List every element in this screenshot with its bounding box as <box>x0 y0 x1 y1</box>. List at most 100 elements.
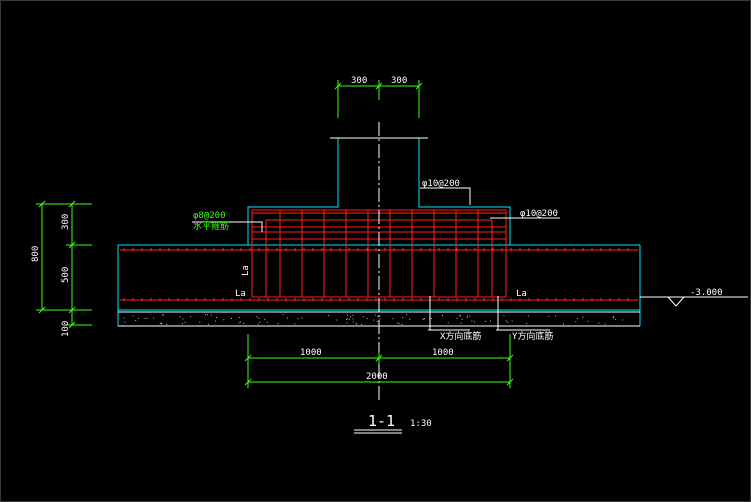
hatch-dot <box>577 318 579 320</box>
hatch-dot <box>223 319 225 321</box>
blinding-hatch <box>123 314 623 325</box>
section-title: 1-1 <box>368 412 395 430</box>
hatch-dot <box>266 321 268 323</box>
hatch-dot <box>401 323 403 325</box>
hatch-dot <box>179 316 181 318</box>
hatch-dot <box>548 315 550 317</box>
note-y-bottom-bar: Y方向底筋 <box>512 330 553 342</box>
hatch-dot <box>555 315 557 317</box>
hatch-dot <box>132 315 134 317</box>
dim-height-mid: 500 <box>61 267 71 283</box>
hatch-dot <box>511 320 513 322</box>
hatch-dot <box>190 316 192 318</box>
hatch-dot <box>612 317 614 319</box>
hatch-dot <box>473 321 475 323</box>
hatch-dot <box>123 317 125 319</box>
hatch-dot <box>456 317 458 319</box>
hatch-dot <box>124 321 126 323</box>
hatch-dot <box>469 315 471 317</box>
hatch-dot <box>199 321 201 323</box>
hatch-dot <box>442 314 443 316</box>
hatch-dot <box>204 314 206 315</box>
section-scale: 1:30 <box>410 419 432 429</box>
note-stirrup-right: φ10@200 <box>520 209 558 219</box>
hatch-dot <box>460 315 461 317</box>
hatch-dot <box>259 321 261 323</box>
hatch-dot <box>526 323 528 325</box>
hatch-dot <box>409 318 411 320</box>
hatch-dot <box>431 318 433 319</box>
hatch-dot <box>231 317 232 319</box>
hatch-dot <box>346 322 348 324</box>
hatch-dot <box>352 314 354 316</box>
hatch-dot <box>297 318 299 320</box>
hatch-dot <box>575 321 577 323</box>
hatch-dot <box>355 322 357 324</box>
hatch-dot <box>257 323 259 325</box>
hatch-dot <box>282 314 284 316</box>
hatch-dot <box>379 318 381 320</box>
hatch-dot <box>138 317 140 319</box>
hatch-dot <box>466 316 468 318</box>
hatch-dot <box>423 318 425 320</box>
hatch-dot <box>160 322 162 324</box>
dim-width-left: 1000 <box>300 348 322 358</box>
hatch-dot <box>214 320 216 322</box>
hatch-dot <box>604 323 606 325</box>
hatch-dot <box>424 318 426 320</box>
hatch-dot <box>362 316 364 318</box>
hatch-dot <box>505 320 507 322</box>
hatch-dot <box>352 321 354 323</box>
hatch-dot <box>422 318 424 320</box>
dim-height-total: 800 <box>31 246 41 262</box>
hatch-dot <box>459 314 461 316</box>
hatch-dot <box>460 322 462 324</box>
hatch-dot <box>294 323 296 325</box>
rebar-ticks <box>123 248 629 301</box>
hatch-dot <box>328 315 330 317</box>
hatch-dot <box>615 319 617 321</box>
hatch-dot <box>621 319 623 321</box>
hatch-dot <box>587 320 589 322</box>
note-anchor-left: La <box>235 289 246 299</box>
hatch-dot <box>264 318 266 320</box>
dim-column-left: 300 <box>351 76 367 86</box>
hatch-dot <box>598 322 600 324</box>
hatch-dot <box>258 317 260 319</box>
level-mark: -3.000 <box>690 288 723 298</box>
hatch-dot <box>466 315 468 317</box>
bottom-dimension <box>244 334 514 388</box>
dim-height-bottom: 100 <box>61 321 71 337</box>
hatch-dot <box>377 316 379 318</box>
hatch-dot <box>166 323 168 325</box>
hatch-dot <box>162 314 164 316</box>
hatch-dot <box>348 319 350 321</box>
hatch-dot <box>613 315 615 317</box>
note-left-rebar-sub: 水平箍筋 <box>193 220 229 232</box>
hatch-dot <box>352 318 354 320</box>
hatch-dot <box>347 314 349 316</box>
top-dimension <box>334 80 423 118</box>
hatch-dot <box>146 317 148 319</box>
hatch-dot <box>507 321 509 323</box>
dim-width-total: 2000 <box>366 372 388 382</box>
hatch-dot <box>360 323 362 325</box>
hatch-dot <box>135 320 137 321</box>
hatch-dot <box>406 314 408 316</box>
hatch-dot <box>376 321 378 322</box>
hatch-dot <box>277 323 279 325</box>
hatch-dot <box>373 319 375 321</box>
hatch-dot <box>366 318 368 320</box>
hatch-dot <box>184 321 186 323</box>
hatch-dot <box>402 317 404 319</box>
hatch-dot <box>503 315 505 317</box>
hatch-dot <box>207 314 208 316</box>
note-left-rebar: φ8@200 <box>193 211 226 221</box>
dim-height-top: 300 <box>61 214 71 230</box>
dim-column-right: 300 <box>391 76 407 86</box>
hatch-dot <box>182 318 184 320</box>
hatch-dot <box>484 321 486 322</box>
dim-width-right: 1000 <box>432 348 454 358</box>
hatch-dot <box>144 318 146 320</box>
column-outline-right <box>418 138 640 246</box>
